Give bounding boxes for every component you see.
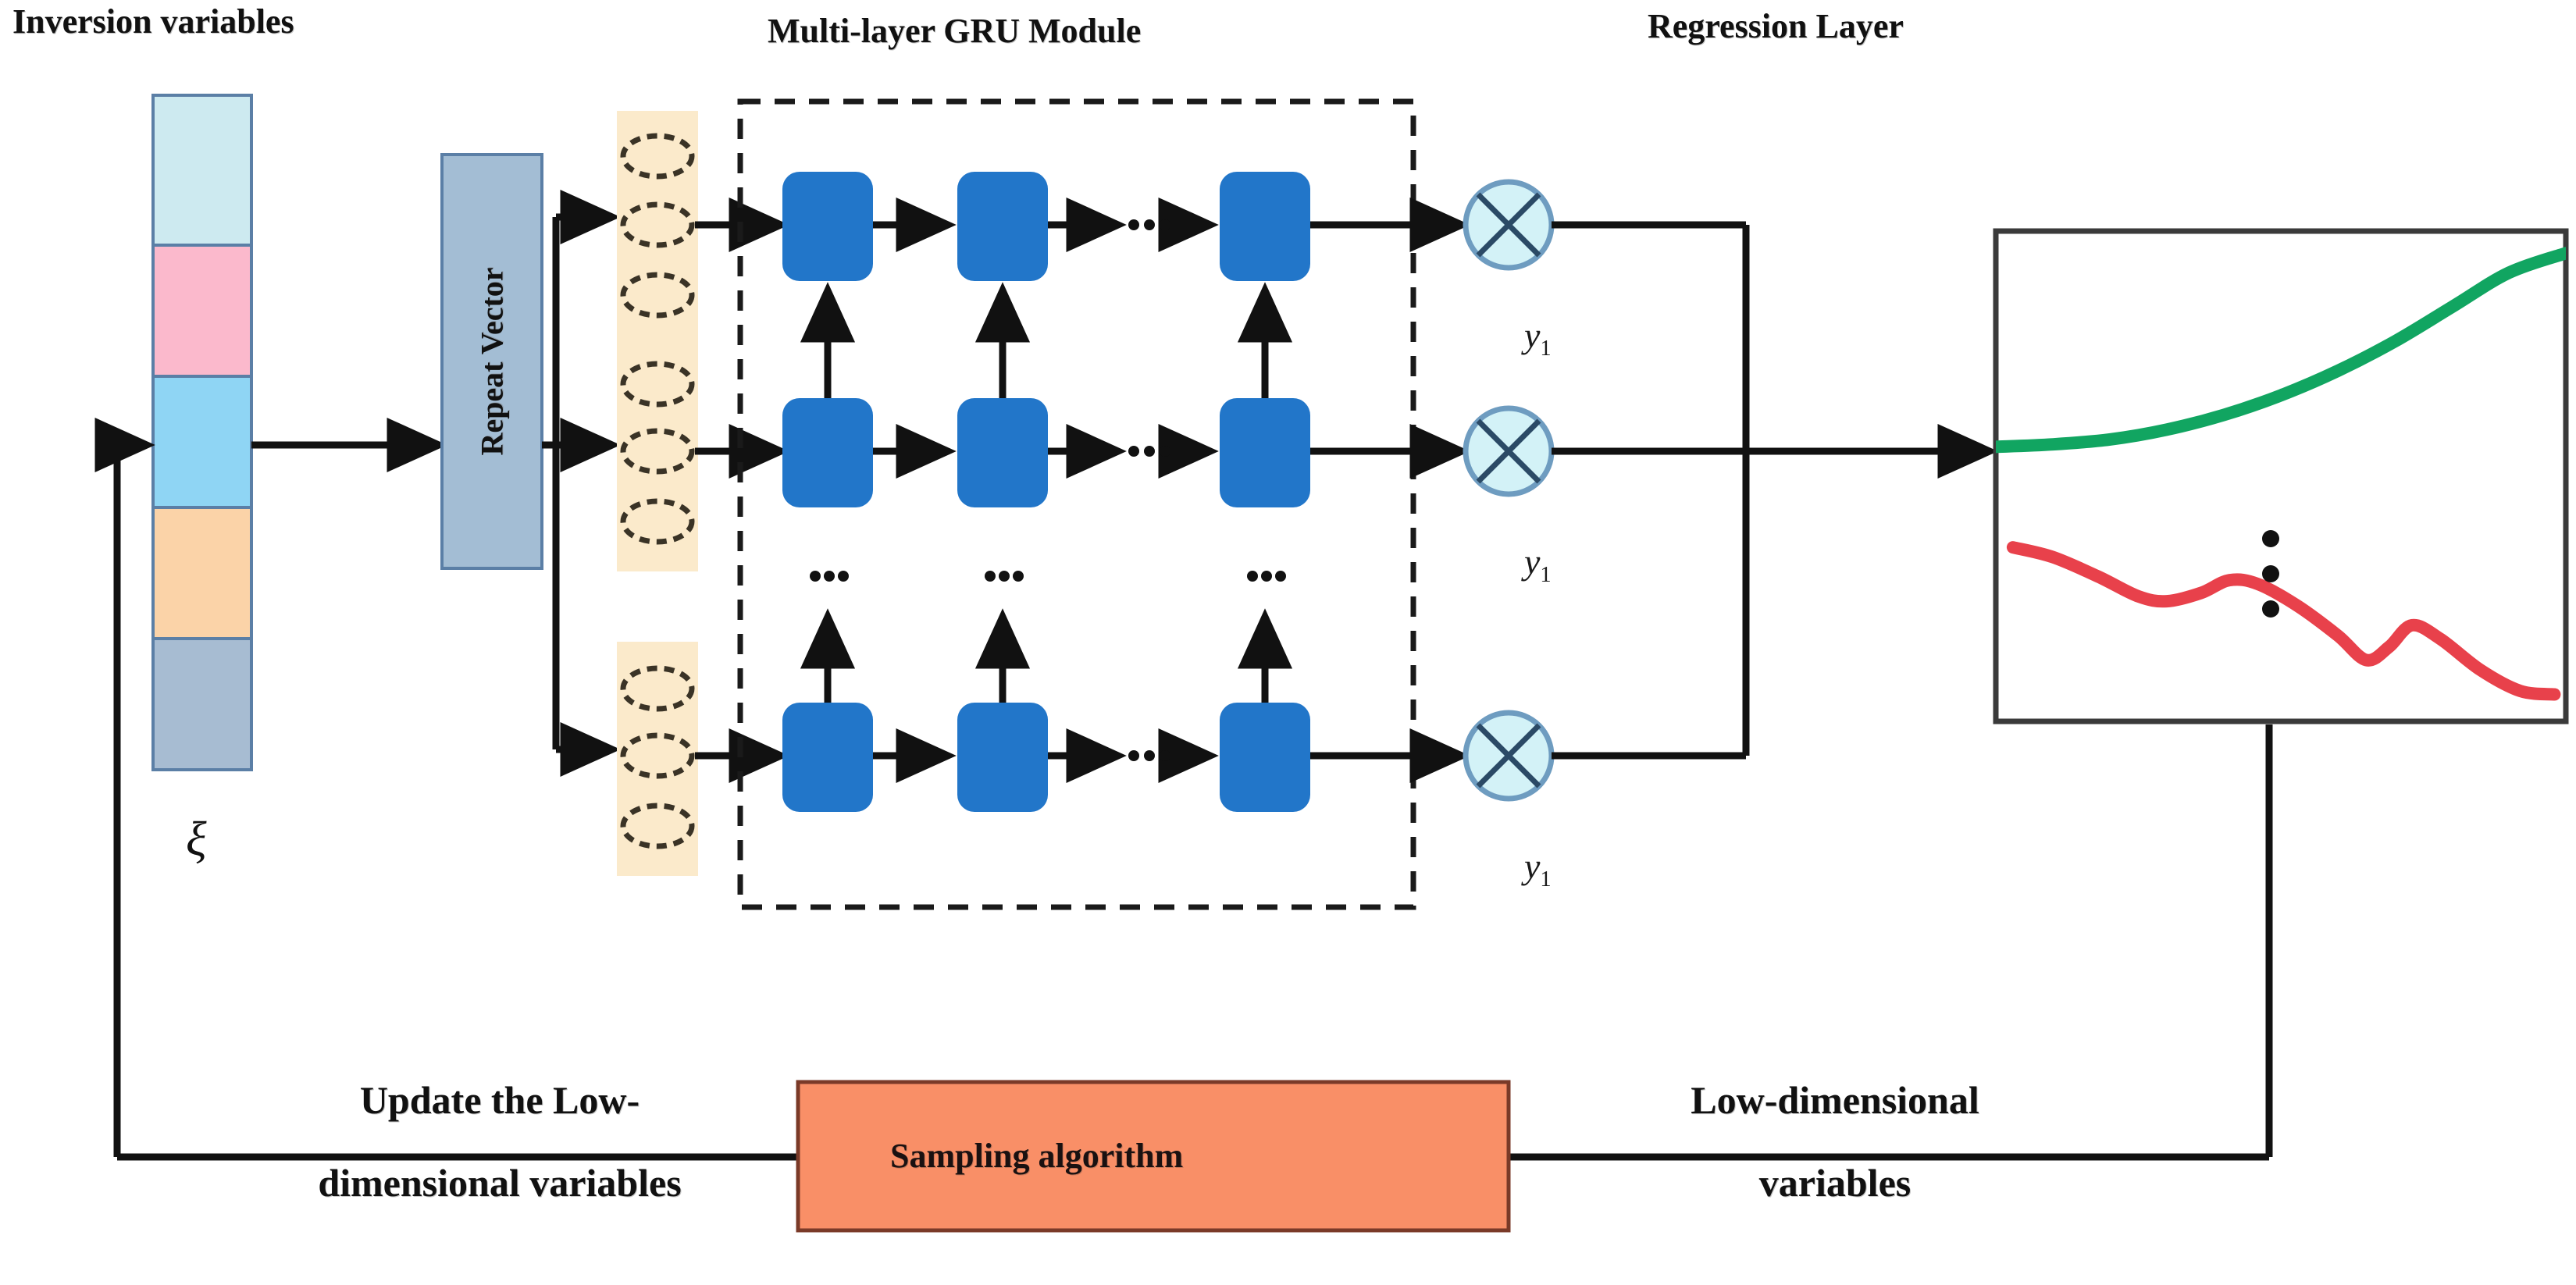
row-ellipsis-dot	[1160, 446, 1170, 457]
ellipsis-dot	[2262, 530, 2279, 547]
input-vector-segment-1	[151, 94, 253, 247]
output-label-1: y1	[1488, 273, 1552, 403]
input-vector-segment-3	[151, 375, 253, 509]
output-label-1-base: y	[1524, 315, 1541, 355]
gru-row-1	[782, 172, 1310, 281]
timestep-circle	[620, 201, 695, 248]
input-vector-segment-4	[151, 506, 253, 640]
update-lowdim-line2: dimensional variables	[318, 1161, 682, 1205]
gru-cell	[1220, 703, 1310, 812]
row-ellipsis-dot	[1160, 750, 1170, 761]
timestep-circle	[620, 803, 695, 849]
cross-icon	[1476, 418, 1541, 484]
timestep-circle	[620, 498, 695, 545]
col-ellipsis-dot	[810, 571, 821, 582]
lowdim-variables-line2: variables	[1758, 1161, 1912, 1205]
output-label-2-sub: 1	[1540, 563, 1552, 588]
output-node-2	[1463, 405, 1555, 497]
repeat-vector-label: Repeat Vector	[474, 267, 510, 456]
gru-cell	[957, 398, 1048, 507]
timestep-column-1	[617, 111, 698, 345]
row-ellipsis-dot	[1144, 219, 1155, 230]
red-curve	[2006, 541, 2561, 701]
regression-layer-label: Regression Layer	[1648, 7, 1904, 45]
gru-cell	[1220, 172, 1310, 281]
update-lowdim-line1: Update the Low-	[359, 1078, 640, 1122]
sampling-algorithm-box	[796, 1080, 1511, 1233]
regression-plot-curves	[1996, 247, 2566, 701]
repeat-vector-fanout	[542, 189, 621, 778]
inversion-variables-label: Inversion variables	[12, 2, 294, 41]
row-ellipsis-dot	[1128, 219, 1139, 230]
output-label-3-sub: 1	[1540, 867, 1552, 892]
row-ellipsis-dot	[1128, 750, 1139, 761]
col-ellipsis-dot	[838, 571, 849, 582]
col-ellipsis-dot	[1013, 571, 1024, 582]
output-label-2-base: y	[1524, 542, 1541, 582]
gru-vertical-links-mid-to-top	[800, 282, 1293, 398]
col-ellipsis-dot	[985, 571, 996, 582]
timestep-circle	[620, 428, 695, 475]
plot-vertical-ellipsis	[2262, 530, 2279, 618]
repeat-vector-box	[440, 153, 543, 570]
output-bus	[1552, 221, 1998, 760]
gru-row-2	[782, 398, 1310, 507]
col-ellipsis-dot	[824, 571, 835, 582]
gru-column-ellipses	[800, 359, 1293, 703]
timestep-circle	[620, 272, 695, 319]
timestep-column-3	[617, 642, 698, 876]
row-ellipsis-dot	[1144, 446, 1155, 457]
cross-icon	[1476, 192, 1541, 258]
output-label-2: y1	[1488, 500, 1552, 629]
cross-icon	[1476, 723, 1541, 788]
col-ellipsis-dot	[999, 571, 1010, 582]
green-curve	[1996, 247, 2566, 454]
sampling-algorithm-label: Sampling algorithm	[890, 1137, 1184, 1175]
input-vector-segment-2	[151, 244, 253, 378]
output-label-3: y1	[1488, 804, 1552, 934]
gru-cell	[957, 703, 1048, 812]
output-node-1	[1463, 179, 1555, 271]
regression-plot-frame	[1993, 228, 2569, 724]
timestep-circle	[620, 665, 695, 712]
output-label-1-sub: 1	[1540, 336, 1552, 361]
timestep-circle	[620, 732, 695, 779]
output-label-3-base: y	[1524, 846, 1541, 886]
xi-symbol-label: ξ	[186, 813, 207, 866]
gru-cell	[782, 172, 873, 281]
gru-module-boundary	[737, 98, 1416, 910]
gru-module-label: Multi-layer GRU Module	[768, 12, 1142, 50]
gru-cell	[782, 398, 873, 507]
gru-row-3	[782, 703, 1310, 812]
timestep-circle	[620, 133, 695, 180]
gru-cell	[782, 703, 873, 812]
timestep-circle	[620, 361, 695, 408]
gru-cell	[1220, 398, 1310, 507]
ellipsis-dot	[2262, 600, 2279, 618]
col-ellipsis-dot	[1261, 571, 1272, 582]
col-ellipsis-dot	[1275, 571, 1286, 582]
feedback-loop-path	[113, 445, 2273, 1161]
gru-cell	[957, 172, 1048, 281]
row-ellipsis-dot	[1160, 219, 1170, 230]
lowdim-variables-line1: Low-dimensional	[1691, 1078, 1979, 1122]
output-node-3	[1463, 710, 1555, 802]
ellipsis-dot	[2262, 565, 2279, 582]
row-ellipsis-dot	[1144, 750, 1155, 761]
input-vector-segment-5	[151, 637, 253, 771]
col-ellipsis-dot	[1247, 571, 1258, 582]
timestep-column-2	[617, 337, 698, 571]
input-vector-stack	[151, 94, 253, 771]
row-ellipsis-dot	[1128, 446, 1139, 457]
